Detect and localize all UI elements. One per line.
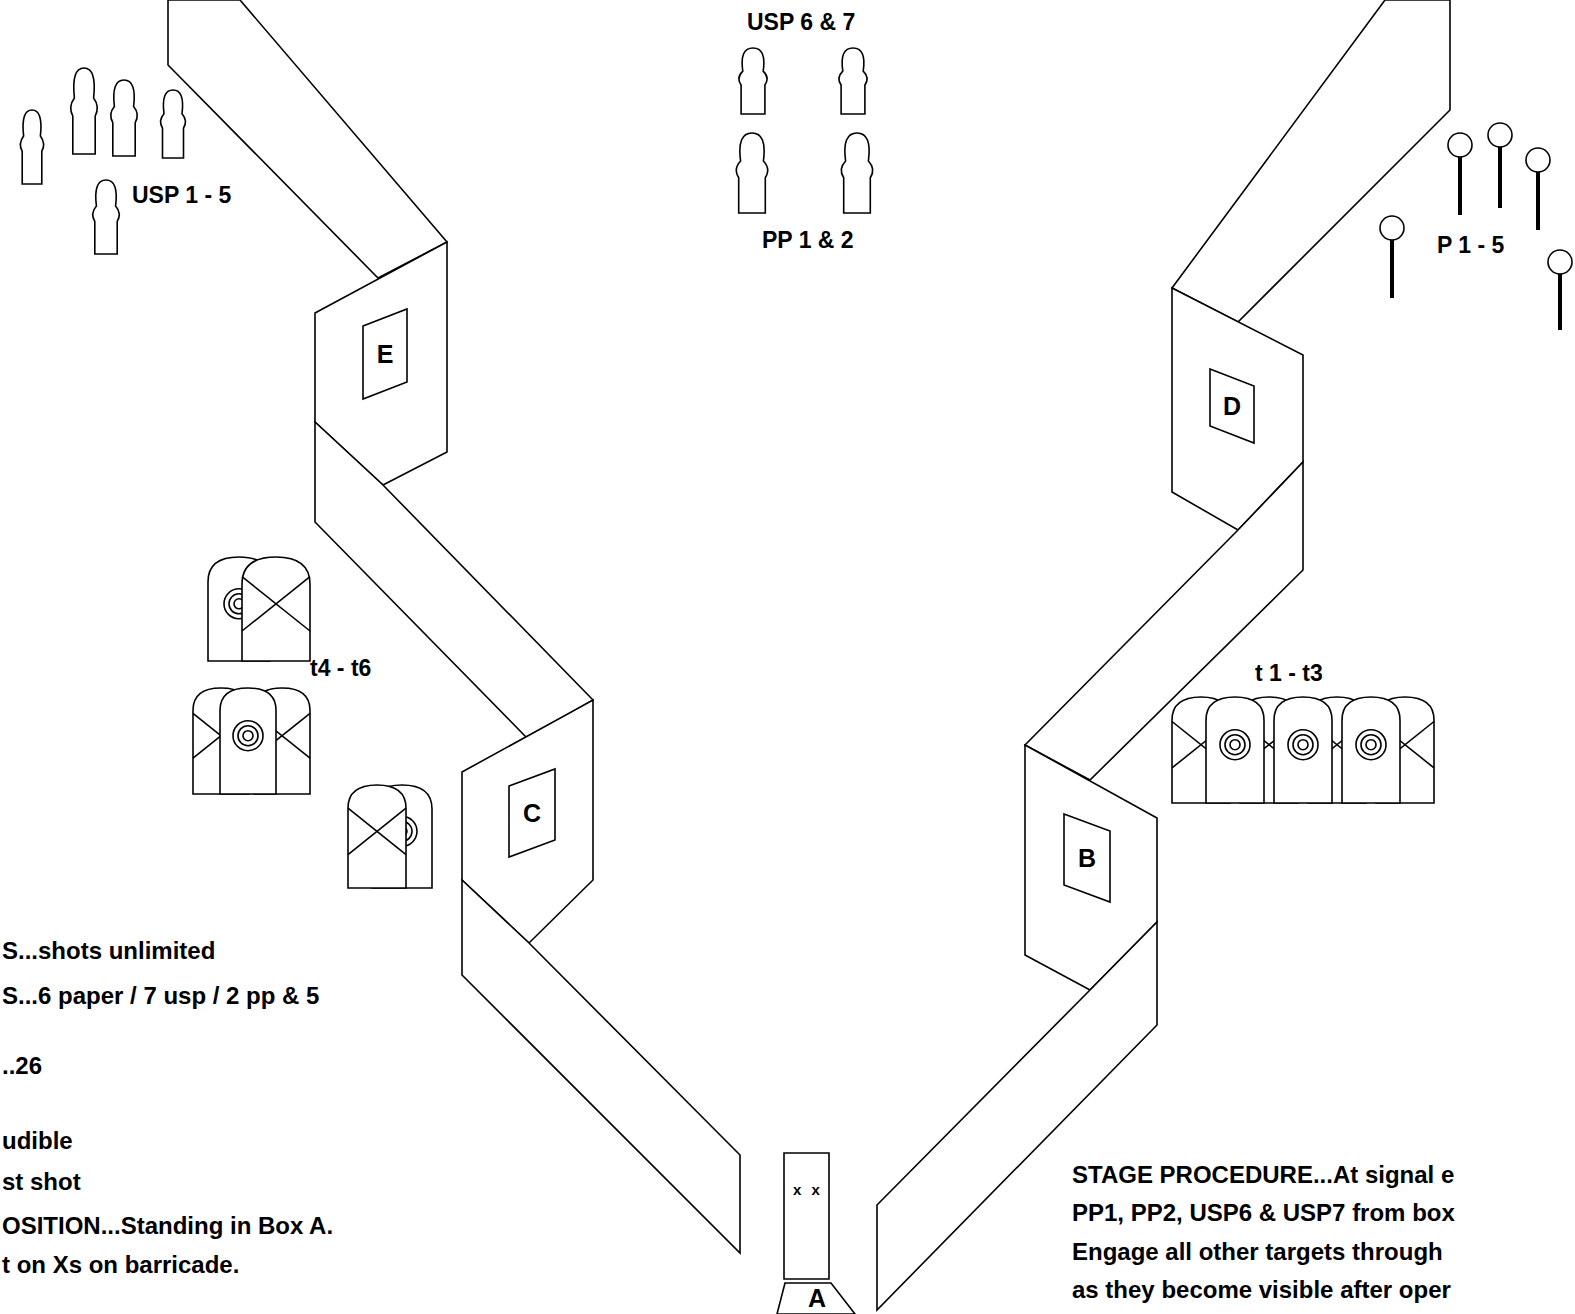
- door-panel: B: [1063, 813, 1111, 903]
- node-shape: [363, 309, 407, 399]
- door-letter: E: [377, 340, 394, 368]
- target-ring: [1298, 740, 1308, 750]
- popper-head: [1526, 148, 1550, 172]
- no-shoot-cross: [242, 577, 310, 631]
- node-shape: [509, 769, 555, 857]
- stage-procedure: Engage all other targets through: [1072, 1238, 1443, 1266]
- no-shoot-cross: [348, 808, 406, 854]
- popper-head: [1548, 250, 1572, 274]
- stage-procedure: PP1, PP2, USP6 & USP7 from box: [1072, 1199, 1455, 1227]
- no-shoot-cross: [242, 577, 310, 631]
- barricade-walls: [168, 0, 1450, 1310]
- stage-info: t on Xs on barricade.: [2, 1251, 239, 1279]
- popper-post: [1498, 147, 1502, 208]
- popper-post: [1390, 240, 1394, 298]
- target-ring: [1230, 740, 1240, 750]
- shoot-target: [1274, 697, 1332, 803]
- silhouette-target: [841, 133, 872, 213]
- stage-info: S...6 paper / 7 usp / 2 pp & 5: [2, 982, 319, 1010]
- popper-post: [1536, 172, 1540, 230]
- node-shape: [1210, 369, 1254, 443]
- node-shape: [784, 1153, 829, 1279]
- target-label: P 1 - 5: [1437, 231, 1504, 259]
- stage-info: ..26: [2, 1052, 42, 1080]
- target-ring: [233, 721, 263, 751]
- shoot-target: [1342, 697, 1400, 803]
- door-letter: A: [808, 1284, 826, 1312]
- target-label: USP 1 - 5: [132, 181, 231, 209]
- silhouette-target: [161, 90, 186, 158]
- door-letter: B: [1078, 844, 1096, 872]
- silhouette-target: [736, 133, 767, 213]
- door-letter: C: [523, 799, 541, 827]
- silhouette-target: [839, 48, 867, 114]
- shoot-target: [1206, 697, 1264, 803]
- popper-head: [1448, 133, 1472, 157]
- door-panel: D: [1209, 368, 1255, 444]
- no-shoot-target: [348, 785, 406, 888]
- popper-head: [1488, 123, 1512, 147]
- silhouette-target: [739, 48, 767, 114]
- popper-head: [1380, 216, 1404, 240]
- popper-post: [1458, 157, 1462, 215]
- target-ring: [1293, 735, 1313, 755]
- target-ring: [1225, 735, 1245, 755]
- target-ring: [1366, 740, 1376, 750]
- start-box: x x: [783, 1152, 830, 1280]
- target-ring: [238, 726, 258, 746]
- targets: [20, 48, 1572, 888]
- target-ring: [1220, 730, 1250, 760]
- silhouette-target: [111, 80, 138, 156]
- stage-info: udible: [2, 1127, 73, 1155]
- door-panel: C: [508, 768, 556, 858]
- position-marks: x x: [793, 1176, 820, 1204]
- target-ring: [243, 731, 253, 741]
- no-shoot-cross: [348, 808, 406, 854]
- target-ring: [1361, 735, 1381, 755]
- node-shape: [777, 1283, 855, 1314]
- target-label: USP 6 & 7: [747, 8, 855, 36]
- node-shape: [1064, 814, 1110, 902]
- stage-procedure: as they become visible after oper: [1072, 1276, 1451, 1304]
- no-shoot-target: [242, 557, 310, 661]
- target-label: PP 1 & 2: [762, 226, 854, 254]
- target-ring: [1356, 730, 1386, 760]
- stage-procedure: STAGE PROCEDURE...At signal e: [1072, 1161, 1454, 1189]
- target-label: t4 - t6: [310, 654, 371, 682]
- stage-info: OSITION...Standing in Box A.: [2, 1212, 333, 1240]
- silhouette-target: [20, 110, 43, 184]
- stage-info: S...shots unlimited: [2, 937, 215, 965]
- silhouette-target: [71, 68, 98, 154]
- stage-info: st shot: [2, 1168, 81, 1196]
- door-letter: D: [1223, 392, 1241, 420]
- door-panel: E: [362, 308, 408, 400]
- target-ring: [1288, 730, 1318, 760]
- popper-post: [1558, 274, 1562, 330]
- target-label: t 1 - t3: [1255, 659, 1323, 687]
- silhouette-target: [93, 180, 120, 254]
- node-outline: [783, 1152, 830, 1280]
- shoot-target: [220, 688, 276, 794]
- start-box-label: A: [777, 1282, 857, 1314]
